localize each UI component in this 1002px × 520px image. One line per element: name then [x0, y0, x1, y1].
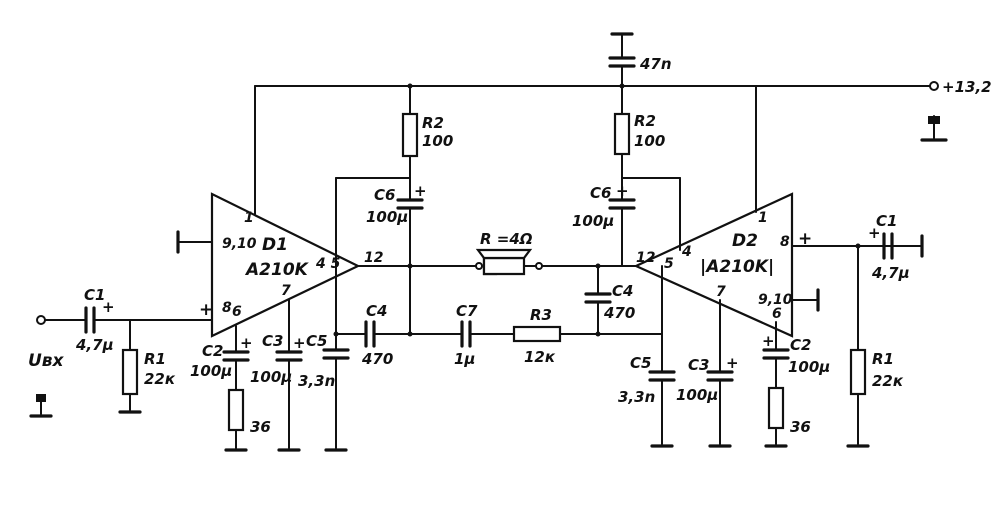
left-r1-ref: R1	[144, 350, 166, 368]
left-c2-val: 100µ	[190, 362, 232, 380]
right-c2-plus: +	[762, 332, 775, 350]
left-r2-ref: R2	[422, 114, 444, 132]
d2-pin-12: 12	[636, 250, 655, 266]
left-c1-ref: C1	[84, 286, 105, 304]
left-r1	[121, 348, 139, 396]
right-feedback: R2 100 C6 + 100µ	[572, 85, 681, 267]
d2-pin-1: 1	[758, 210, 768, 226]
right-r2-val: 100	[634, 132, 665, 150]
d1-pin-7: 7	[281, 283, 291, 299]
d2-pin-5: 5	[664, 256, 674, 272]
right-output: C1 + 4,7µ R1 22к	[846, 212, 924, 448]
supply-cap-label: 47n	[639, 55, 672, 73]
center: R =4Ω C7 1µ R3 12к	[333, 83, 663, 368]
right-r36-val: 36	[790, 418, 811, 436]
speaker-terminal-left	[475, 262, 483, 270]
right-c3-ref: C3	[688, 356, 709, 374]
right-r1	[849, 348, 867, 396]
ic-d1-triangle	[210, 192, 361, 338]
right-r2-ref: R2	[634, 112, 656, 130]
right-c1-val: 4,7µ	[871, 264, 910, 282]
c7-val: 1µ	[454, 350, 475, 368]
right-r1-ref: R1	[872, 350, 894, 368]
ic-d2-triangle	[633, 192, 794, 338]
left-r36	[227, 388, 245, 432]
d1-plus: +	[199, 300, 213, 320]
left-c4-val: 470	[361, 350, 393, 368]
left-c5-ref: C5	[306, 332, 327, 350]
speaker-label: R =4Ω	[480, 230, 533, 248]
left-lower: C2 + 100µ 36 C3 + 100µ C5 3,3n C4 470	[190, 265, 411, 452]
left-c2-plus: +	[240, 334, 253, 352]
right-c2-ref: C2	[790, 336, 811, 354]
r3	[512, 325, 562, 343]
right-c4-val: 470	[603, 304, 635, 322]
left-c3-val: 100µ	[250, 368, 292, 386]
right-c4-ref: C4	[612, 282, 633, 300]
supply-rail: +13,2 47n	[254, 32, 992, 142]
d2-pin-6: 6	[772, 306, 782, 322]
d1-pin-45: 4 5	[315, 256, 341, 272]
speaker	[482, 256, 526, 276]
right-c3-plus: +	[726, 354, 739, 372]
supply-terminal	[929, 81, 939, 91]
right-c2-val: 100µ	[788, 358, 830, 376]
right-r2	[613, 112, 631, 156]
left-r2	[401, 112, 419, 158]
ic-d2: 1 D2 |A210K| 4 5 12 7 8 9,10 6 +	[633, 85, 923, 338]
right-c5-val: 3,3n	[618, 388, 655, 406]
left-c6-ref: C6	[374, 186, 395, 204]
right-r36	[767, 386, 785, 430]
d1-pin-8: 8	[222, 300, 232, 316]
d2-pin-8: 8	[780, 234, 790, 250]
d2-plus: +	[798, 229, 812, 249]
left-c3-ref: C3	[262, 332, 283, 350]
r3-ref: R3	[530, 306, 552, 324]
d2-pin-4: 4	[681, 244, 692, 260]
right-c5-ref: C5	[630, 354, 651, 372]
d1-ref: D1	[262, 235, 288, 255]
left-c4-ref: C4	[366, 302, 387, 320]
right-c3-val: 100µ	[676, 386, 718, 404]
left-c6-val: 100µ	[366, 208, 408, 226]
left-input: C1 + 4,7µ Uвх R1 22к	[28, 286, 213, 418]
right-c6-val: 100µ	[572, 212, 614, 230]
r3-val: 12к	[524, 348, 556, 366]
d1-type: A210K	[244, 260, 310, 280]
left-feedback: R2 100 C6 + 100µ	[335, 85, 453, 335]
right-c6-plus: +	[616, 182, 629, 200]
right-r1-val: 22к	[872, 372, 904, 390]
supply-voltage-label: +13,2	[942, 78, 992, 96]
d2-ref: D2	[732, 231, 758, 251]
d2-type: |A210K|	[700, 257, 774, 277]
left-c2-ref: C2	[202, 342, 223, 360]
left-c3-plus: +	[293, 334, 306, 352]
d1-pin-6: 6	[232, 304, 242, 320]
d1-pin-1: 1	[244, 210, 254, 226]
left-r2-val: 100	[422, 132, 453, 150]
right-c1-plus: +	[868, 224, 881, 242]
ic-d1: 1 9,10 D1 A210K 4 5 12 7 8 6 +	[176, 85, 383, 338]
input-terminal	[36, 315, 46, 325]
d2-pin-910: 9,10	[758, 292, 793, 308]
d1-pin-12: 12	[364, 250, 383, 266]
right-c1-ref: C1	[876, 212, 897, 230]
input-label: Uвх	[28, 351, 65, 371]
left-c6-plus: +	[414, 182, 427, 200]
right-c6-ref: C6	[590, 184, 611, 202]
c7-ref: C7	[456, 302, 478, 320]
left-c1-val: 4,7µ	[75, 336, 114, 354]
left-c5-val: 3,3n	[298, 372, 335, 390]
right-lower: C4 470 C5 3,3n C3 + 100µ C2 + 100µ 36	[584, 265, 830, 448]
left-r36-val: 36	[250, 418, 271, 436]
left-c1-plus: +	[102, 298, 115, 316]
d1-pin-910: 9,10	[222, 236, 257, 252]
d2-pin-7: 7	[716, 284, 726, 300]
left-r1-val: 22к	[144, 370, 176, 388]
